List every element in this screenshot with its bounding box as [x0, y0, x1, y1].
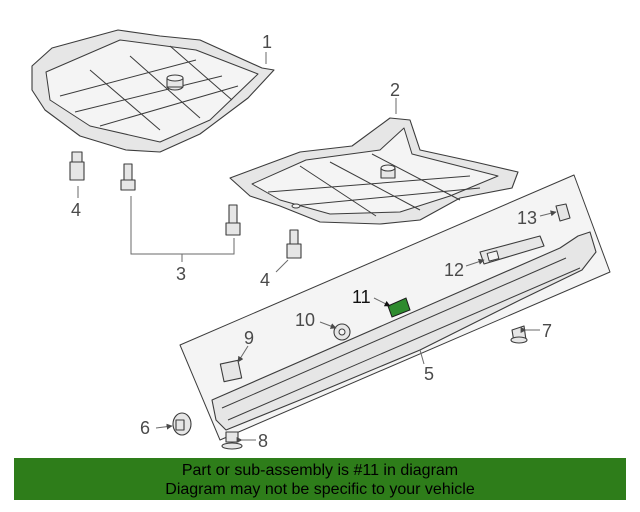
callout-4b: 4	[260, 270, 270, 290]
clip-13	[555, 203, 571, 222]
callout-8: 8	[258, 431, 268, 451]
parts-diagram: 1 2 3 4 4 5 6 7 8 9 10 11 12 13	[31, 29, 611, 451]
callout-1: 1	[262, 32, 272, 52]
callout-13: 13	[517, 208, 537, 228]
callout-11[interactable]: 11	[352, 287, 371, 307]
nut-10	[333, 323, 351, 341]
bolt-3a	[120, 163, 136, 191]
callout-5: 5	[424, 364, 434, 384]
leader-lines	[77, 52, 557, 443]
sill-emblem	[479, 235, 545, 265]
callout-4a: 4	[71, 200, 81, 220]
callout-9: 9	[244, 328, 254, 348]
bolt-3b	[225, 204, 241, 236]
front-under-cover	[31, 29, 275, 153]
callout-12: 12	[444, 260, 464, 280]
bolt-4a	[69, 151, 85, 181]
banner-line-1: Part or sub-assembly is #11 in diagram	[181, 462, 459, 479]
rear-under-cover	[229, 117, 519, 225]
info-banner: Part or sub-assembly is #11 in diagram D…	[14, 458, 626, 500]
clip-6	[172, 412, 192, 436]
callout-2: 2	[390, 80, 400, 100]
callout-3: 3	[176, 264, 186, 284]
callout-7: 7	[542, 321, 552, 341]
banner-line-2: Diagram may not be specific to your vehi…	[165, 481, 475, 498]
callout-10: 10	[295, 310, 315, 330]
callout-6: 6	[140, 418, 150, 438]
clip-7	[510, 325, 528, 344]
bolt-4b	[286, 229, 302, 259]
part-11-highlight[interactable]	[387, 297, 411, 318]
clip-9	[219, 359, 243, 383]
